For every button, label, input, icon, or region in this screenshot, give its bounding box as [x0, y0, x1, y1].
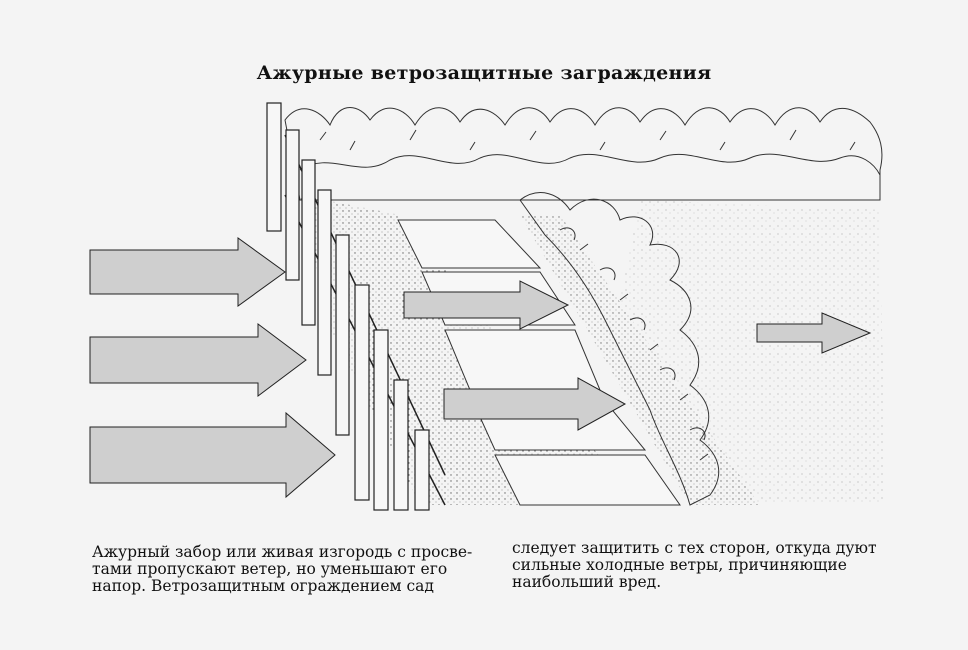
- caption-line: напор. Ветрозащитным ограждением сад: [92, 577, 434, 595]
- wind-arrow-3: [89, 411, 336, 499]
- caption-line: Ажурный забор или живая изгородь с просв…: [92, 543, 473, 561]
- wind-arrow-6: [756, 312, 872, 354]
- caption-left: Ажурный забор или живая изгородь с просв…: [92, 544, 492, 595]
- wind-arrow-4: [403, 280, 570, 330]
- caption-line: тами пропускают ветер, но уменьшают его: [92, 560, 448, 578]
- caption-line: сильные холодные ветры, причиняющие: [512, 556, 847, 574]
- wind-arrow-5: [443, 377, 627, 431]
- wind-arrow-1: [89, 237, 286, 307]
- hedge-row: [284, 107, 883, 201]
- lawn-area: [620, 200, 885, 505]
- gravel-strip-right: [520, 215, 760, 505]
- picket-fence: [266, 102, 446, 511]
- wind-arrows: [89, 237, 872, 499]
- wind-arrow-2: [89, 323, 307, 397]
- caption-line: следует защитить с тех сторон, откуда ду…: [512, 539, 877, 557]
- caption-line: наибольший вред.: [512, 573, 662, 591]
- caption-right: следует защитить с тех сторон, откуда ду…: [512, 540, 892, 591]
- diagram-title: Ажурные ветрозащитные заграждения: [256, 62, 712, 84]
- shrub-bed: [519, 192, 720, 506]
